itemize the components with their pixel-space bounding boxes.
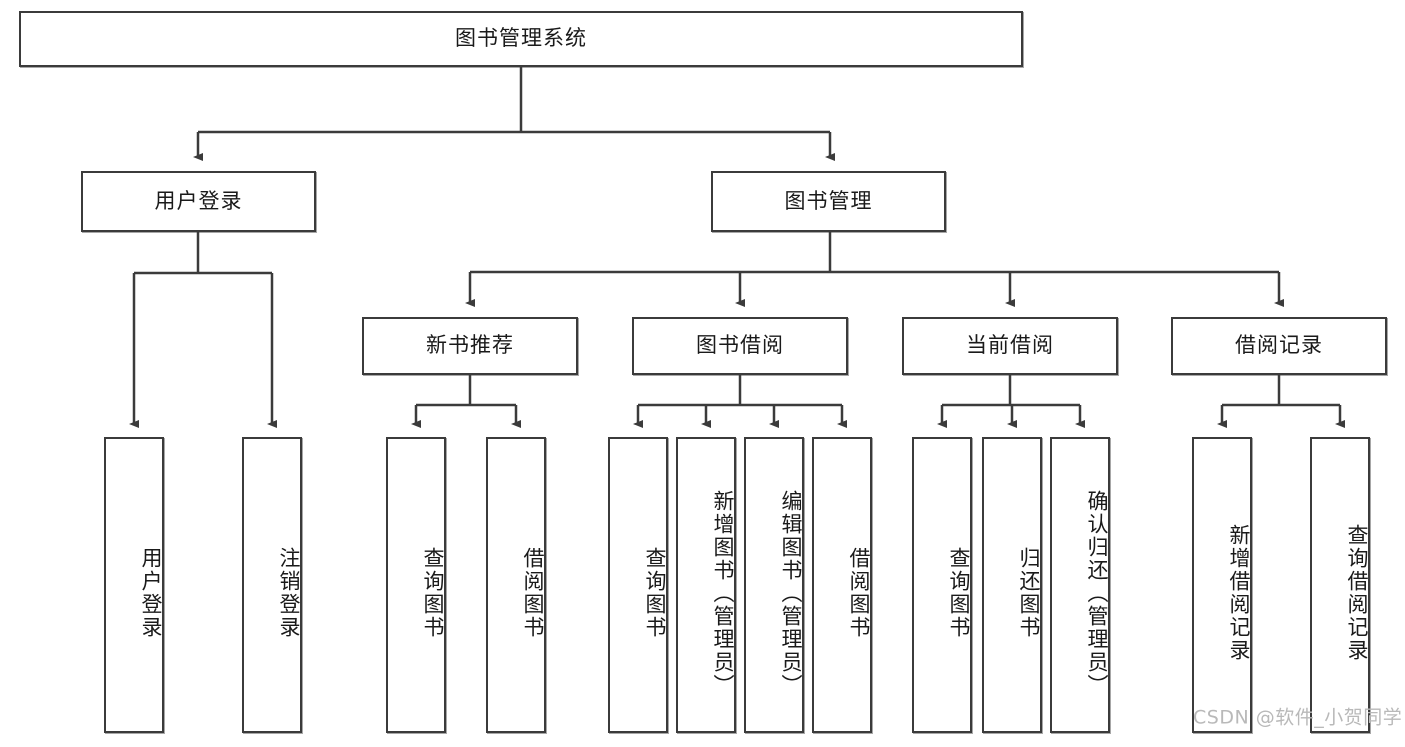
node-book-management[interactable]: 图书管理 bbox=[711, 171, 946, 232]
leaf-current-confirm-return-admin[interactable]: 确认归还（管理员） bbox=[1050, 437, 1110, 733]
node-book-borrow[interactable]: 图书借阅 bbox=[632, 317, 848, 375]
leaf-borrow-edit-book-admin[interactable]: 编辑图书（管理员） bbox=[744, 437, 804, 733]
leaf-current-query-book[interactable]: 查询图书 bbox=[912, 437, 972, 733]
leaf-record-add-borrow-record-label: 新增借阅记录 bbox=[1227, 524, 1251, 662]
node-current-borrow[interactable]: 当前借阅 bbox=[902, 317, 1118, 375]
leaf-current-return-book-label: 归还图书 bbox=[1017, 547, 1041, 639]
watermark: CSDN @软件_小贺同学 bbox=[1193, 706, 1403, 729]
leaf-user-logout-label: 注销登录 bbox=[277, 547, 301, 639]
node-borrow-record-label: 借阅记录 bbox=[1235, 333, 1323, 358]
node-current-borrow-label: 当前借阅 bbox=[966, 333, 1054, 358]
leaf-borrow-query-book[interactable]: 查询图书 bbox=[608, 437, 668, 733]
node-new-book-recommend[interactable]: 新书推荐 bbox=[362, 317, 578, 375]
leaf-record-query-borrow-record-label: 查询借阅记录 bbox=[1345, 524, 1369, 662]
leaf-newbook-borrow-book[interactable]: 借阅图书 bbox=[486, 437, 546, 733]
leaf-borrow-edit-book-admin-label: 编辑图书（管理员） bbox=[779, 489, 803, 697]
leaf-user-login-label: 用户登录 bbox=[139, 547, 163, 639]
leaf-user-login[interactable]: 用户登录 bbox=[104, 437, 164, 733]
node-root-label: 图书管理系统 bbox=[455, 26, 587, 51]
leaf-newbook-query-book[interactable]: 查询图书 bbox=[386, 437, 446, 733]
leaf-borrow-borrow-book-label: 借阅图书 bbox=[847, 547, 871, 639]
leaf-borrow-query-book-label: 查询图书 bbox=[643, 547, 667, 639]
leaf-borrow-add-book-admin-label: 新增图书（管理员） bbox=[711, 489, 735, 697]
node-new-book-recommend-label: 新书推荐 bbox=[426, 333, 514, 358]
node-user-login-label: 用户登录 bbox=[154, 188, 243, 213]
node-book-management-label: 图书管理 bbox=[784, 188, 873, 213]
leaf-current-confirm-return-admin-label: 确认归还（管理员） bbox=[1085, 489, 1109, 697]
node-user-login[interactable]: 用户登录 bbox=[81, 171, 316, 232]
leaf-borrow-borrow-book[interactable]: 借阅图书 bbox=[812, 437, 872, 733]
leaf-user-logout[interactable]: 注销登录 bbox=[242, 437, 302, 733]
node-borrow-record[interactable]: 借阅记录 bbox=[1171, 317, 1387, 375]
leaf-record-add-borrow-record[interactable]: 新增借阅记录 bbox=[1192, 437, 1252, 733]
leaf-borrow-add-book-admin[interactable]: 新增图书（管理员） bbox=[676, 437, 736, 733]
leaf-newbook-borrow-book-label: 借阅图书 bbox=[521, 547, 545, 639]
leaf-record-query-borrow-record[interactable]: 查询借阅记录 bbox=[1310, 437, 1370, 733]
leaf-current-query-book-label: 查询图书 bbox=[947, 547, 971, 639]
leaf-current-return-book[interactable]: 归还图书 bbox=[982, 437, 1042, 733]
leaf-newbook-query-book-label: 查询图书 bbox=[421, 547, 445, 639]
node-root[interactable]: 图书管理系统 bbox=[19, 11, 1023, 67]
node-book-borrow-label: 图书借阅 bbox=[696, 333, 784, 358]
